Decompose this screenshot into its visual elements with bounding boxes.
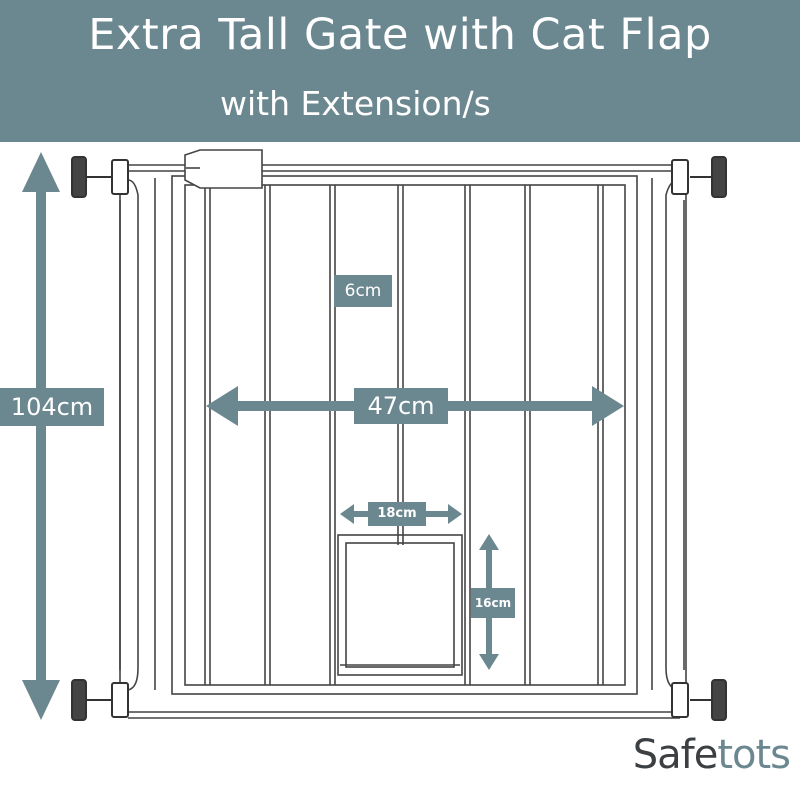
page-title: Extra Tall Gate with Cat Flap — [88, 10, 712, 60]
gate-frame — [171, 175, 638, 695]
fitting-bottom-right — [671, 679, 727, 721]
bar-gap-label: 6cm — [334, 275, 392, 307]
page-subtitle: with Extension/s — [220, 84, 491, 123]
fitting-bottom-left — [71, 679, 129, 721]
gate-bars — [204, 185, 604, 685]
width-label: 47cm — [354, 388, 448, 424]
right-extension — [651, 178, 687, 691]
flap-width-label: 18cm — [368, 502, 426, 526]
gate-diagram — [22, 149, 727, 721]
left-extension — [119, 178, 156, 691]
brand-logo: Safetots — [632, 732, 791, 778]
fitting-top-left — [71, 156, 129, 198]
header-banner: Extra Tall Gate with Cat Flap with Exten… — [0, 0, 800, 142]
fitting-top-right — [671, 156, 727, 198]
height-arrow — [22, 152, 60, 720]
flap-height-label: 16cm — [471, 588, 515, 618]
cat-flap — [337, 534, 463, 676]
height-label: 104cm — [0, 388, 104, 426]
brand-logo-part1: Safe — [632, 732, 719, 778]
latch-handle — [184, 149, 263, 189]
brand-logo-part2: tots — [717, 732, 791, 778]
pressure-fittings — [71, 156, 727, 721]
